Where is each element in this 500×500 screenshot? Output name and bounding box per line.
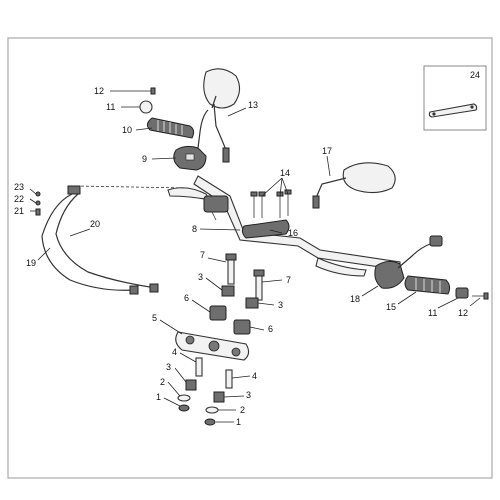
label-15: 15 bbox=[386, 302, 396, 312]
label-18: 18 bbox=[350, 294, 360, 304]
small-parts-21-22-23 bbox=[35, 191, 41, 216]
label-4-right: 4 bbox=[252, 371, 257, 381]
clamp-part-16 bbox=[241, 219, 290, 239]
mirror-part-17-right bbox=[312, 162, 396, 209]
diagram-frame bbox=[7, 37, 493, 479]
label-3-b: 3 bbox=[278, 300, 283, 310]
lever-right bbox=[315, 257, 367, 277]
label-7-left: 7 bbox=[200, 250, 205, 260]
bar-end-cap-right bbox=[455, 287, 469, 299]
label-1-left: 1 bbox=[156, 392, 161, 402]
label-16: 16 bbox=[288, 228, 298, 238]
label-9: 9 bbox=[142, 154, 147, 164]
label-10: 10 bbox=[122, 125, 132, 135]
label-17: 17 bbox=[322, 146, 332, 156]
leader-lines bbox=[29, 90, 481, 423]
label-6-right: 6 bbox=[268, 324, 273, 334]
cables-parts-19-20 bbox=[41, 185, 189, 295]
label-3-a: 3 bbox=[198, 272, 203, 282]
bolts-part-14 bbox=[250, 189, 292, 218]
screw-part-12-left bbox=[140, 87, 156, 95]
label-11-left: 11 bbox=[106, 102, 115, 112]
switch-housing-part-9-left bbox=[173, 109, 209, 171]
label-23: 23 bbox=[14, 182, 24, 192]
label-3-d: 3 bbox=[246, 390, 251, 400]
label-3-c: 3 bbox=[166, 362, 171, 372]
label-12-right: 12 bbox=[458, 308, 468, 318]
switch-housing-part-18-right bbox=[374, 235, 443, 289]
label-19: 19 bbox=[26, 258, 36, 268]
label-12-left: 12 bbox=[94, 86, 104, 96]
mirror-part-13-left bbox=[203, 68, 241, 163]
part-labels: 24 12 11 10 9 13 14 17 8 16 7 7 3 3 6 6 … bbox=[14, 70, 480, 427]
grip-part-15-right bbox=[404, 275, 451, 295]
label-7-right: 7 bbox=[286, 275, 291, 285]
label-24: 24 bbox=[470, 70, 480, 80]
risers-and-triple-clamp bbox=[175, 253, 265, 426]
inset-part-24 bbox=[423, 65, 487, 131]
label-2-right: 2 bbox=[240, 405, 245, 415]
grip-part-10-left bbox=[146, 117, 195, 139]
label-2-left: 2 bbox=[160, 377, 165, 387]
label-1-right: 1 bbox=[236, 417, 241, 427]
label-13: 13 bbox=[248, 100, 258, 110]
label-4-left: 4 bbox=[172, 347, 177, 357]
bar-end-cap-left bbox=[139, 100, 153, 114]
label-14: 14 bbox=[280, 168, 290, 178]
label-22: 22 bbox=[14, 194, 24, 204]
label-5: 5 bbox=[152, 313, 157, 323]
screw-part-12-right bbox=[472, 292, 489, 300]
label-11-right: 11 bbox=[428, 308, 437, 318]
label-21: 21 bbox=[14, 206, 24, 216]
label-20: 20 bbox=[90, 219, 100, 229]
label-8: 8 bbox=[192, 224, 197, 234]
label-6-left: 6 bbox=[184, 293, 189, 303]
